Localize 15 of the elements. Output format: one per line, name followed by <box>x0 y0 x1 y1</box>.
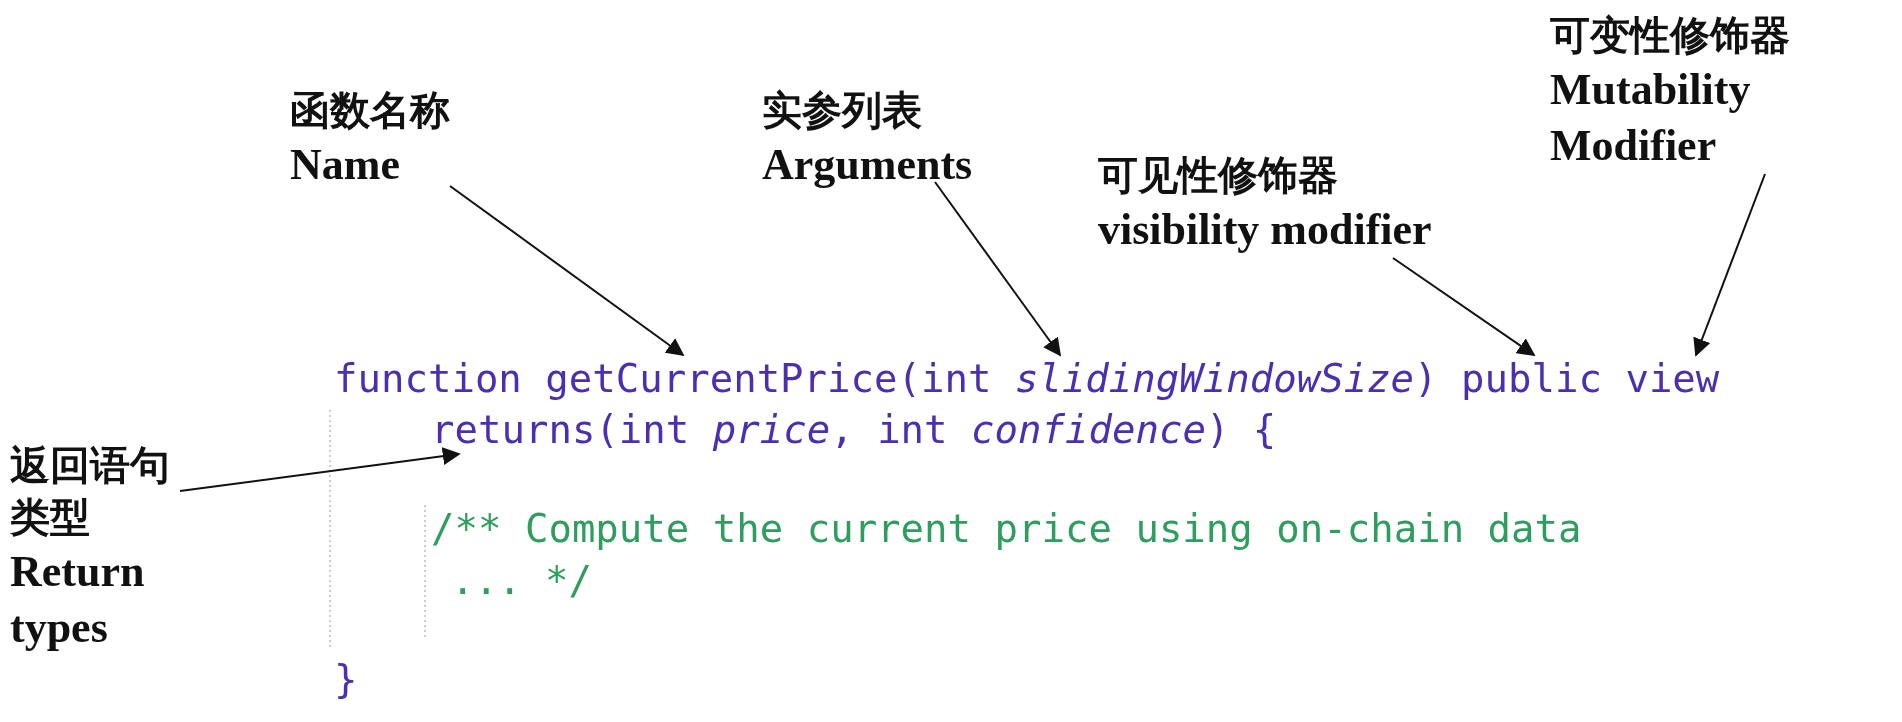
annotation-label: 返回语句类型 Return types <box>10 440 180 656</box>
code-line: ... */ <box>451 557 592 605</box>
code-line: /** Compute the current price using on-chain data <box>431 505 1582 553</box>
annotation-label: 实参列表 Arguments <box>762 85 973 193</box>
code-line: function getCurrentPrice(int slidingWindowSize) public view <box>334 355 1720 403</box>
code-line: returns(int price, int confidence) { <box>431 406 1277 454</box>
annotation-label: 可见性修饰器 visibility modifier <box>1098 150 1432 258</box>
leader-line <box>1693 173 1766 357</box>
annotation-label: 函数名称 Name <box>290 85 450 193</box>
leader-line <box>179 447 461 492</box>
code-line: } <box>334 656 358 704</box>
annotation-label: 可变性修饰器 Mutability Modifier <box>1550 10 1850 174</box>
leader-line <box>449 185 685 357</box>
leader-line <box>1392 257 1536 356</box>
leader-line <box>934 181 1062 357</box>
